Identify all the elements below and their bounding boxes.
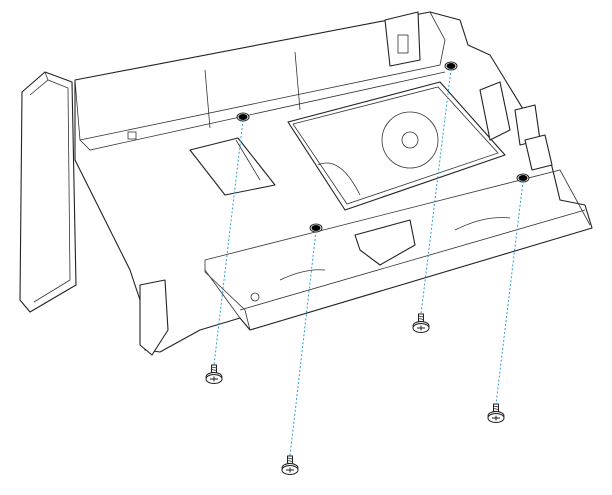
screw-hole-opening (446, 63, 456, 69)
tray-body (74, 11, 593, 356)
screw-icon (487, 403, 505, 423)
alignment-guide-line (495, 180, 524, 405)
screw-hole-opening (311, 225, 321, 231)
screw-icon (281, 455, 299, 475)
alignment-guide-line (420, 68, 452, 315)
screw-hole-opening (238, 114, 248, 120)
alignment-guide-line (213, 119, 244, 366)
alignment-guide-line (289, 230, 317, 457)
screw-hole-opening (518, 175, 528, 181)
screw-icon (412, 313, 430, 333)
screw-icon (205, 364, 223, 384)
left-side-panel (19, 71, 77, 313)
